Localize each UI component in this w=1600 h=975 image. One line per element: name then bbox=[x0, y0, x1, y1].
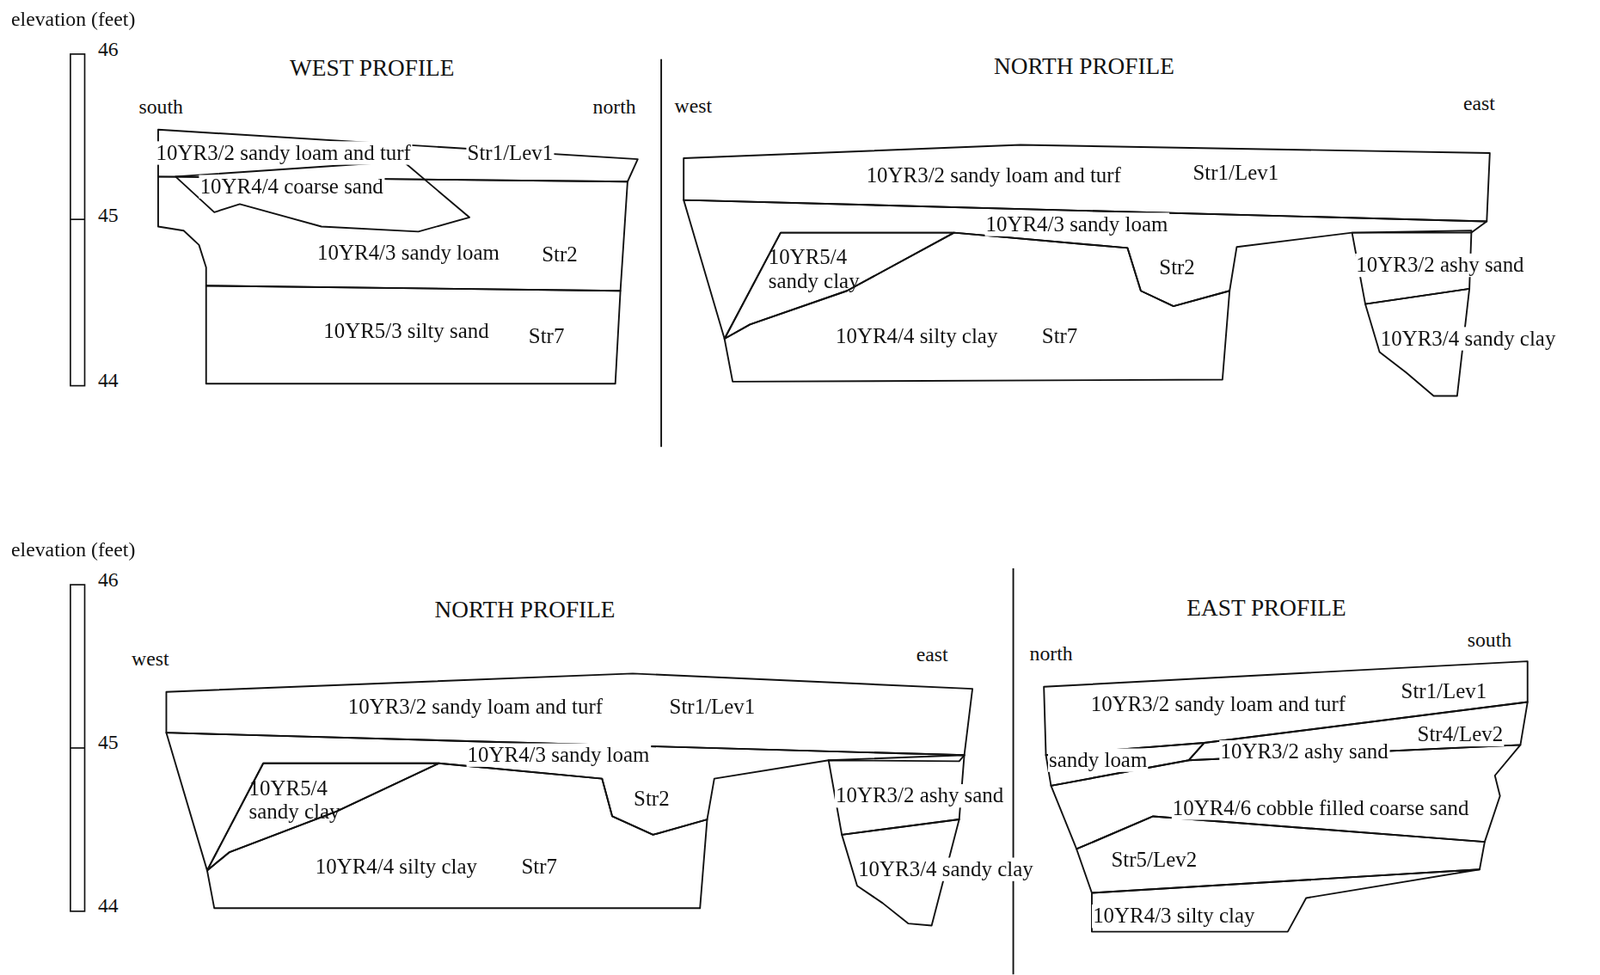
stratum-label: Str7 bbox=[1041, 324, 1079, 349]
soil-description: 10YR3/2 ashy sand bbox=[834, 784, 1006, 808]
soil-description: Str5/Lev2 bbox=[1109, 848, 1198, 872]
soil-description: 10YR4/4 coarse sand bbox=[198, 174, 385, 198]
direction-label: north bbox=[1028, 642, 1073, 665]
stratum-label: Str1/Lev1 bbox=[465, 140, 554, 165]
profile-panel: NORTH PROFILE west east 10YR3/2 sandy loam … bbox=[668, 40, 1592, 403]
stratum-label: Str1/Lev1 bbox=[1191, 161, 1280, 185]
scale-number: 45 bbox=[97, 730, 120, 754]
direction-label: north bbox=[591, 94, 637, 117]
profile-title: NORTH PROFILE bbox=[993, 53, 1176, 80]
stratum-label: Str4/Lev2 bbox=[1416, 723, 1504, 747]
stratum-label: Str1/Lev1 bbox=[1399, 680, 1488, 704]
soil-description: 10YR3/4 sandy clay bbox=[857, 858, 1035, 882]
stratum-layer: 10YR3/2 sandy loam and turfStr1/Lev1 bbox=[158, 129, 638, 183]
scale-number: 44 bbox=[97, 894, 120, 917]
direction-label: west bbox=[130, 646, 171, 669]
soil-description: 10YR4/3 sandy loam bbox=[465, 743, 650, 767]
stratum-layer: 10YR3/4 sandy clay bbox=[841, 819, 959, 926]
stratum-layer: sandy loam bbox=[1046, 742, 1205, 786]
divider-line bbox=[1012, 568, 1015, 975]
soil-description: 10YR4/3 silty clay bbox=[1091, 904, 1257, 928]
soil-description: 10YR4/4 silty clay bbox=[314, 855, 479, 879]
soil-description: 10YR4/3 sandy loam bbox=[984, 212, 1169, 236]
stratum-layer: 10YR5/4 sandy clay bbox=[724, 232, 955, 339]
stratum-layer: 10YR3/2 ashy sand bbox=[1352, 230, 1472, 304]
scale-number: 44 bbox=[97, 367, 120, 391]
scale-tick bbox=[70, 218, 86, 221]
soil-description: 10YR3/2 ashy sand bbox=[1354, 253, 1526, 277]
soil-description: 10YR3/2 sandy loam and turf bbox=[347, 695, 605, 719]
profile-title: WEST PROFILE bbox=[288, 55, 456, 82]
soil-description: 10YR5/3 silty sand bbox=[322, 319, 491, 344]
stratum-layer: 10YR5/3 silty sand Str7 bbox=[206, 285, 621, 384]
soil-description: sandy loam bbox=[1048, 748, 1149, 773]
soil-description: 10YR5/4 sandy clay bbox=[247, 776, 352, 824]
scale-tick bbox=[70, 747, 86, 749]
direction-label: east bbox=[1462, 91, 1496, 115]
scale-bar bbox=[70, 54, 86, 387]
soil-description: 10YR3/2 sandy loam and turf bbox=[864, 163, 1122, 187]
soil-description: 10YR4/6 cobble filled coarse sand bbox=[1171, 796, 1471, 820]
profile-panel: WEST PROFILE south north 10YR3/2 sandy loam… bbox=[130, 40, 654, 393]
soil-description: 10YR4/4 silty clay bbox=[834, 324, 1000, 349]
soil-description: 10YR3/2 ashy sand bbox=[1219, 740, 1390, 764]
soil-description: 10YR3/2 sandy loam and turf bbox=[154, 140, 412, 165]
stratum-layer: 10YR4/3 silty clay bbox=[1091, 869, 1480, 932]
scale-number: 46 bbox=[97, 568, 120, 591]
stratum-label: Str2 bbox=[1158, 255, 1196, 279]
scale-bar bbox=[70, 584, 86, 912]
direction-label: south bbox=[1466, 628, 1514, 651]
axis-title: elevation (feet) bbox=[10, 6, 137, 30]
direction-label: south bbox=[137, 94, 184, 117]
soil-description: 10YR3/2 sandy loam and turf bbox=[1090, 692, 1348, 716]
scale-number: 46 bbox=[97, 37, 120, 61]
stratum-layer: 10YR4/4 coarse sand bbox=[175, 161, 470, 233]
stratum-label: Str2 bbox=[540, 243, 579, 267]
profile-panel: EAST PROFILE north south 10YR3/2 sandy loam… bbox=[1020, 591, 1593, 944]
profile-panel: NORTH PROFILE west east 10YR3/2 sandy loam … bbox=[122, 591, 1030, 929]
profile-title: NORTH PROFILE bbox=[433, 597, 616, 624]
stratum-layer: 10YR3/4 sandy clay bbox=[1365, 288, 1470, 397]
stratum-label: Str7 bbox=[520, 855, 558, 879]
profile-title: EAST PROFILE bbox=[1185, 594, 1348, 621]
stratum-layer: 10YR3/2 ashy sand bbox=[828, 754, 965, 835]
direction-label: west bbox=[673, 93, 713, 117]
axis-title: elevation (feet) bbox=[10, 537, 137, 560]
stratum-label: Str7 bbox=[527, 324, 566, 349]
scale-number: 45 bbox=[97, 202, 120, 226]
stratum-label: Str1/Lev1 bbox=[668, 695, 756, 719]
soil-description: 10YR3/4 sandy clay bbox=[1379, 326, 1558, 350]
direction-label: east bbox=[915, 643, 950, 666]
stratum-label: Str2 bbox=[632, 787, 671, 811]
divider-line bbox=[660, 59, 663, 448]
soil-description: 10YR4/3 sandy loam bbox=[316, 241, 501, 265]
soil-description: 10YR5/4 sandy clay bbox=[767, 245, 872, 294]
